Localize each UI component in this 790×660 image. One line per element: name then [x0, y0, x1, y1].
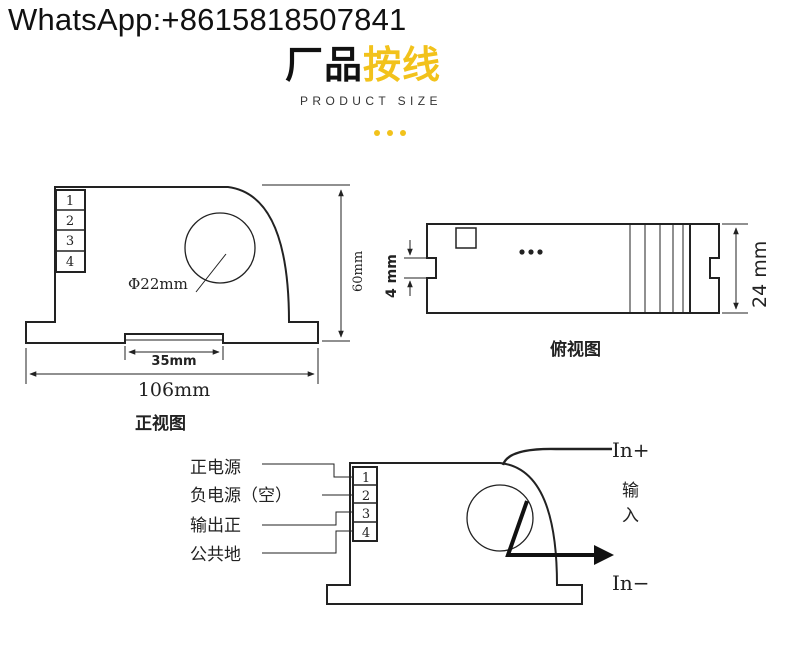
current-flow-arrow [505, 500, 614, 565]
wire-pos-power [262, 463, 353, 478]
front-terminal-label: 2 [66, 214, 74, 229]
in-minus-label: In− [612, 571, 650, 595]
wiring-terminal-label: 4 [362, 526, 370, 541]
front-view [25, 184, 350, 384]
accent-dots [374, 121, 418, 136]
top-view [404, 223, 748, 314]
pos-power-label: 正电源 [190, 458, 241, 478]
top-corner-square [455, 227, 477, 249]
wiring-body-outline [326, 462, 583, 605]
dot-icon [387, 130, 393, 136]
heading-part-1: 厂品 [285, 43, 364, 87]
input-label-line1: 输 [622, 481, 639, 501]
wiring-terminal-label: 2 [362, 489, 370, 504]
ground-label: 公共地 [190, 545, 241, 565]
front-terminal-block [55, 189, 86, 273]
notch-dim-label: 4 mm [384, 254, 400, 298]
front-body-outline [25, 186, 319, 344]
dot-icon [400, 130, 406, 136]
wiring-through-hole [466, 484, 534, 552]
whatsapp-watermark: WhatsApp:+8615818507841 [8, 2, 407, 37]
section-subheading: PRODUCT SIZE [300, 94, 442, 108]
front-terminal-label: 3 [66, 234, 74, 249]
wiring-terminal-label: 3 [362, 507, 370, 522]
wire-ground [262, 530, 353, 554]
input-label-line2: 入 [622, 506, 639, 526]
dot-icon [374, 130, 380, 136]
front-terminal-label: 4 [66, 255, 74, 270]
heading-part-2: 按线 [363, 43, 442, 87]
in-plus-label: In+ [612, 438, 650, 462]
depth-dim-label: 24 mm [749, 241, 771, 308]
hole-diameter-label: Φ22mm [128, 275, 188, 293]
top-view-caption: 俯视图 [550, 339, 601, 360]
height-dim-label: 60mm [351, 251, 366, 292]
front-terminal-label: 1 [66, 194, 74, 209]
front-through-hole [184, 212, 256, 284]
slot-dim-label: 35mm [151, 354, 196, 369]
input-positive-wire [501, 447, 612, 466]
section-heading: 厂品按线 [285, 34, 525, 89]
top-body-outline [426, 223, 720, 314]
wiring-terminal-label: 1 [362, 471, 370, 486]
wire-output [262, 511, 353, 526]
top-indicator-dots [519, 249, 543, 255]
front-view-caption: 正视图 [135, 413, 186, 434]
neg-power-label: 负电源（空） [190, 486, 292, 506]
wiring-view [262, 447, 614, 605]
hole-leader [195, 253, 227, 293]
output-label: 输出正 [190, 516, 241, 536]
wiring-terminal-block [352, 466, 378, 542]
width-dim-label: 106mm [138, 379, 210, 401]
